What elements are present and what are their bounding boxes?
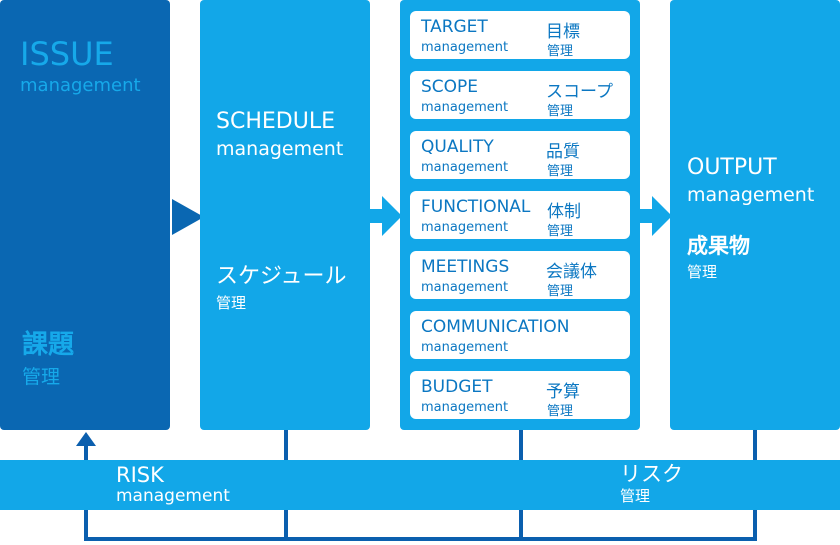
schedule-title: SCHEDULE <box>216 109 335 134</box>
schedule-jp-subtitle: 管理 <box>216 294 247 312</box>
meetings-subtitle: management <box>421 280 509 295</box>
target-subtitle: management <box>421 40 509 55</box>
issue-subtitle: management <box>20 75 141 96</box>
meetings-title: MEETINGS <box>421 257 510 277</box>
schedule-panel: SCHEDULE management スケジュール 管理 <box>200 0 370 430</box>
risk-bar: RISK management リスク 管理 <box>0 460 840 510</box>
functional-subtitle: management <box>421 220 509 235</box>
scope-jp-title: スコープ <box>546 82 613 102</box>
risk-subtitle: management <box>116 486 230 506</box>
schedule-subtitle: management <box>216 138 344 160</box>
communication-card: COMMUNICATION management <box>410 311 630 359</box>
risk-jp-subtitle: 管理 <box>620 487 651 505</box>
quality-jp-title: 品質 <box>546 142 580 162</box>
issue-jp-subtitle: 管理 <box>22 366 61 388</box>
output-jp-subtitle: 管理 <box>687 263 718 281</box>
meetings-jp-subtitle: 管理 <box>547 284 574 299</box>
output-subtitle: management <box>687 184 815 206</box>
issue-title: ISSUE <box>20 35 114 73</box>
functional-title: FUNCTIONAL <box>421 197 531 217</box>
target-jp-subtitle: 管理 <box>547 44 574 59</box>
scope-jp-subtitle: 管理 <box>547 104 574 119</box>
quality-subtitle: management <box>421 160 509 175</box>
arrow-middle-to-output-icon <box>638 196 672 236</box>
feedback-line-bottom <box>84 537 757 541</box>
output-panel: OUTPUT management 成果物 管理 <box>670 0 840 430</box>
issue-panel: ISSUE management 課題 管理 <box>0 0 170 430</box>
budget-title: BUDGET <box>421 377 493 397</box>
budget-jp-subtitle: 管理 <box>547 404 574 419</box>
target-card: TARGET management 目標 管理 <box>410 11 630 59</box>
quality-title: QUALITY <box>421 137 494 157</box>
communication-subtitle: management <box>421 340 509 355</box>
budget-card: BUDGET management 予算 管理 <box>410 371 630 419</box>
arrow-schedule-to-middle-icon <box>368 196 402 236</box>
output-jp-title: 成果物 <box>687 234 750 258</box>
output-title: OUTPUT <box>687 155 777 180</box>
target-jp-title: 目標 <box>546 22 580 42</box>
target-title: TARGET <box>421 17 488 37</box>
arrow-issue-to-schedule-icon <box>172 199 204 235</box>
functional-card: FUNCTIONAL management 体制 管理 <box>410 191 630 239</box>
functional-jp-title: 体制 <box>547 202 581 222</box>
up-arrow-icon <box>76 432 96 446</box>
budget-jp-title: 予算 <box>546 382 580 402</box>
schedule-jp-title: スケジュール <box>216 264 347 289</box>
functional-jp-subtitle: 管理 <box>547 224 574 239</box>
communication-title: COMMUNICATION <box>421 317 570 337</box>
scope-card: SCOPE management スコープ 管理 <box>410 71 630 119</box>
management-areas-panel: TARGET management 目標 管理 SCOPE management… <box>400 0 640 430</box>
meetings-jp-title: 会議体 <box>546 262 597 282</box>
risk-jp-title: リスク <box>620 462 683 486</box>
budget-subtitle: management <box>421 400 509 415</box>
quality-card: QUALITY management 品質 管理 <box>410 131 630 179</box>
issue-jp-title: 課題 <box>22 330 75 360</box>
scope-title: SCOPE <box>421 77 479 97</box>
meetings-card: MEETINGS management 会議体 管理 <box>410 251 630 299</box>
scope-subtitle: management <box>421 100 509 115</box>
risk-title: RISK <box>116 463 164 487</box>
quality-jp-subtitle: 管理 <box>547 164 574 179</box>
